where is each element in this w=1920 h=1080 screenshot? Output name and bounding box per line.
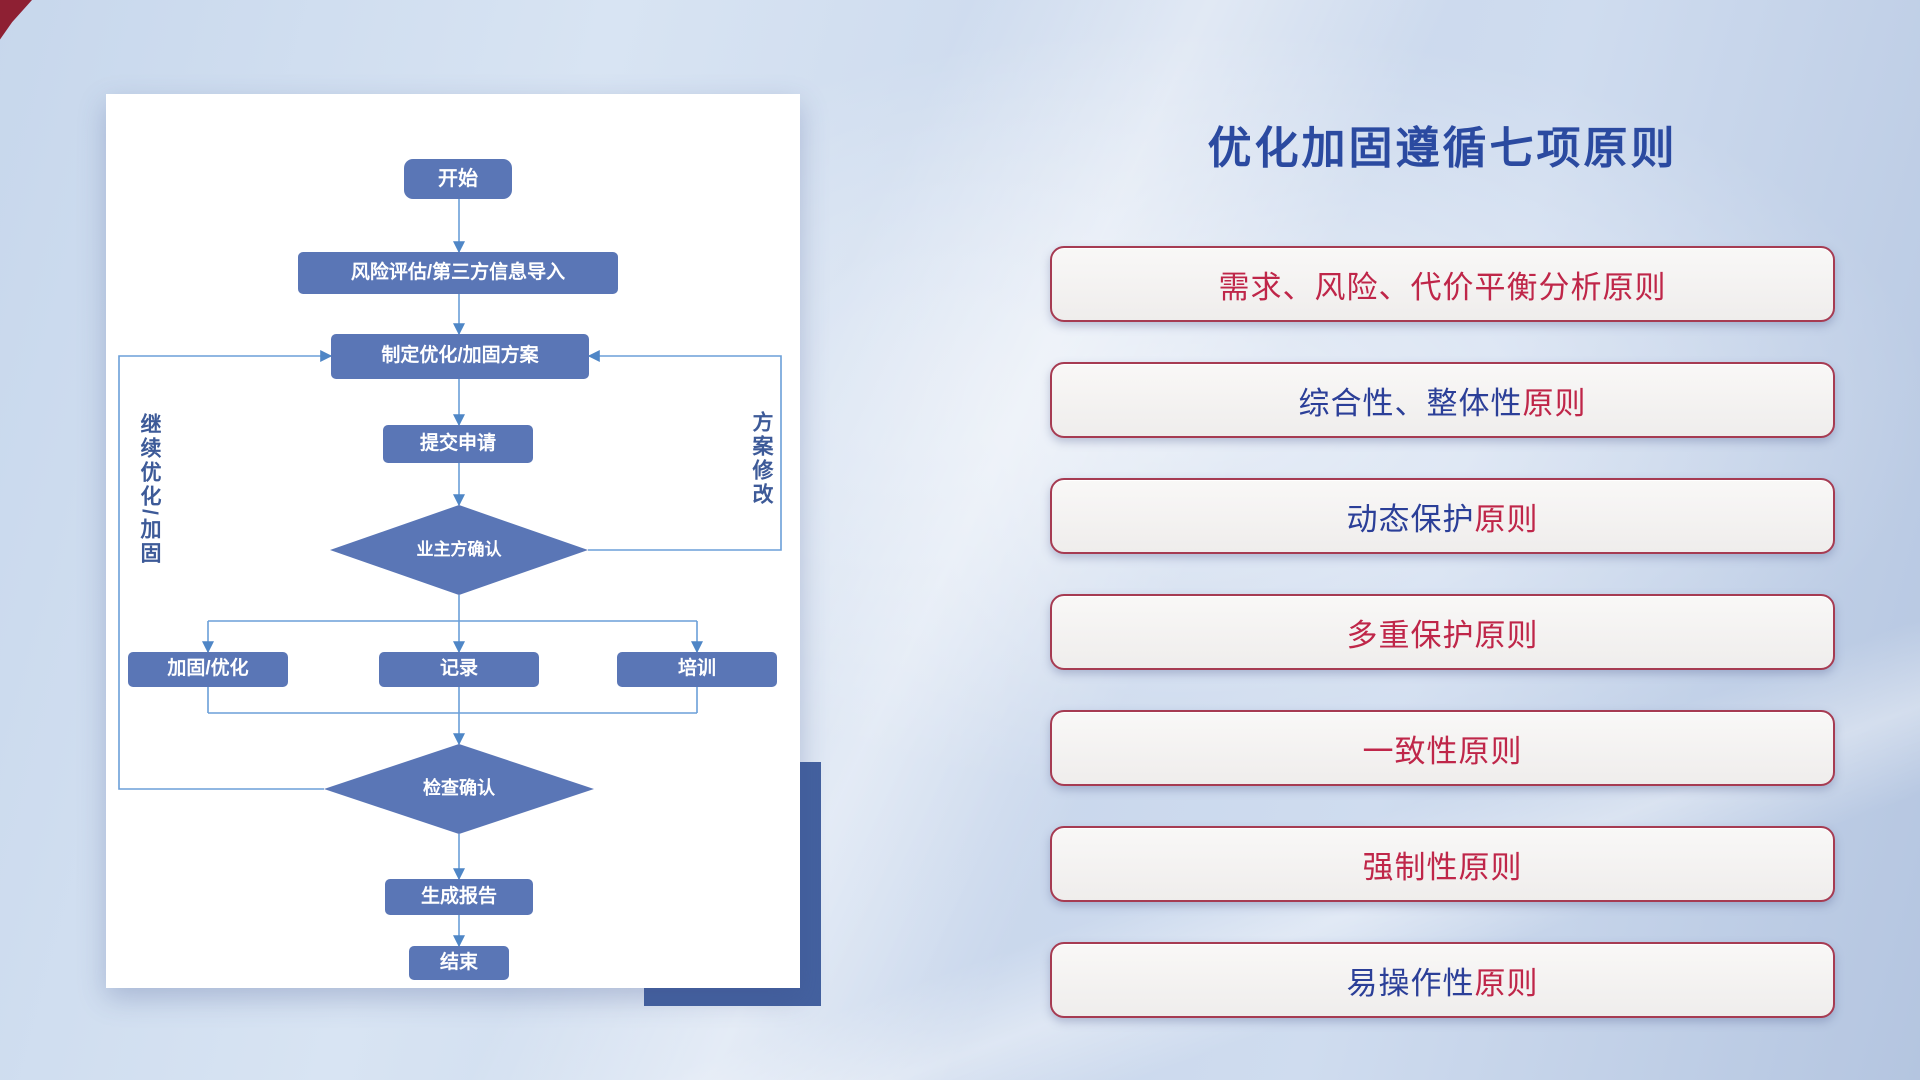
flow-node-harden-optimize: 加固/优化 (128, 652, 288, 687)
edge-label-plan-revision: 方案修改 (750, 411, 773, 507)
principles-panel: 优化加固遵循七项原则 需求、风险、代价平衡分析原则 综合性、整体性原则 动态保护… (1050, 0, 1835, 1080)
principle-label: 需求、风险、代价平衡分析原则 (1218, 269, 1667, 305)
corner-logo-icon (0, 0, 32, 40)
principle-box: 一致性原则 (1050, 710, 1835, 786)
principle-box: 综合性、整体性原则 (1050, 362, 1835, 438)
flow-node-make-plan: 制定优化/加固方案 (331, 334, 589, 379)
page-title: 优化加固遵循七项原则 (1207, 124, 1678, 173)
principle-label: 动态保护原则 (1346, 501, 1539, 537)
principle-box: 需求、风险、代价平衡分析原则 (1050, 246, 1835, 322)
principle-label: 易操作性原则 (1346, 965, 1539, 1001)
flow-node-generate-report: 生成报告 (385, 879, 533, 915)
principle-box: 多重保护原则 (1050, 594, 1835, 670)
flow-node-risk-import: 风险评估/第三方信息导入 (298, 252, 618, 294)
principle-label: 多重保护原则 (1346, 617, 1539, 653)
flow-node-record: 记录 (379, 652, 539, 687)
flowchart-card: 开始 风险评估/第三方信息导入 制定优化/加固方案 提交申请 业主方确认 加固/… (106, 94, 800, 988)
flow-node-end: 结束 (409, 946, 509, 980)
flow-node-submit: 提交申请 (383, 425, 533, 463)
flow-node-training: 培训 (617, 652, 777, 687)
principle-box: 强制性原则 (1050, 826, 1835, 902)
principle-box: 易操作性原则 (1050, 942, 1835, 1018)
principle-box: 动态保护原则 (1050, 478, 1835, 554)
flowchart-connectors (118, 199, 782, 948)
principle-label: 一致性原则 (1362, 733, 1523, 769)
principle-label: 综合性、整体性原则 (1298, 385, 1587, 421)
flow-node-start: 开始 (404, 159, 512, 199)
edge-label-continue-loop: 继续优化/加固 (138, 412, 161, 566)
principle-label: 强制性原则 (1362, 849, 1523, 885)
principles-list: 需求、风险、代价平衡分析原则 综合性、整体性原则 动态保护原则 多重保护原则 一… (1050, 246, 1835, 1018)
